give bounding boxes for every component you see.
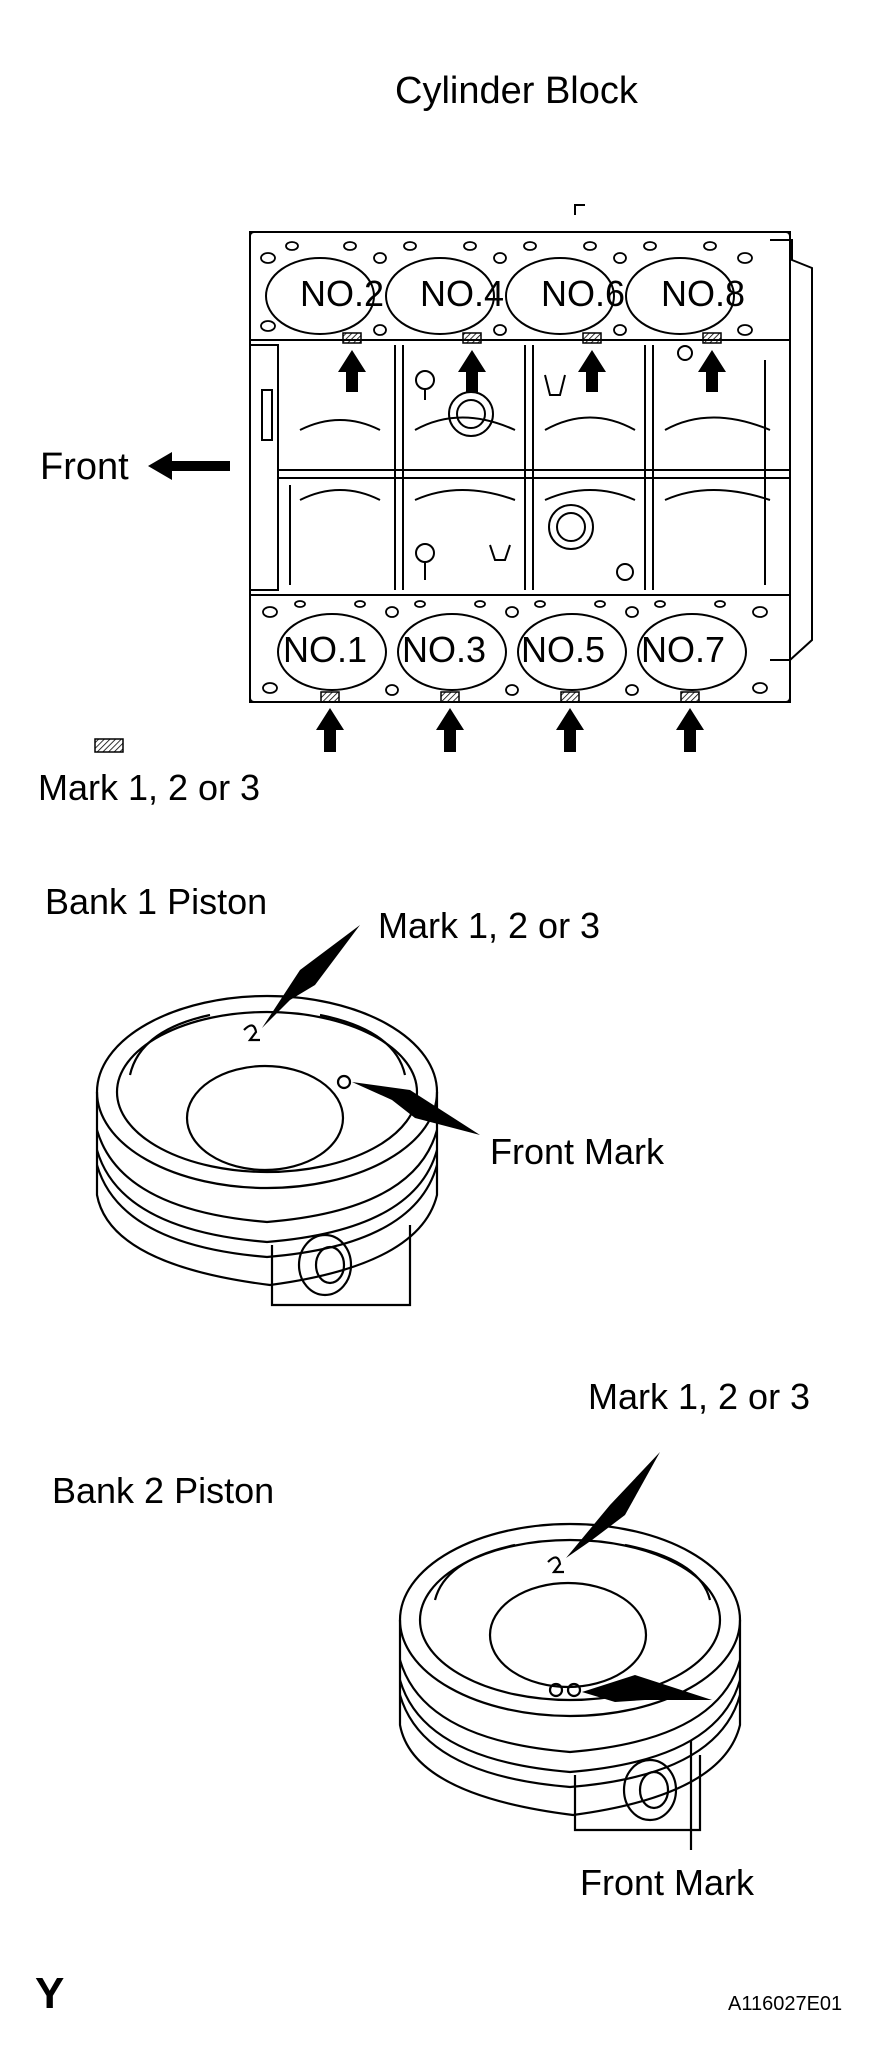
bank1-title: Bank 1 Piston (45, 881, 268, 922)
corner-letter: Y (35, 1969, 65, 2018)
bank2-front-mark-label: Front Mark (580, 1862, 755, 1903)
bank1-mark-pointer-icon (262, 925, 360, 1028)
figure-code: A116027E01 (728, 1993, 843, 2015)
lower-mark-boxes (320, 691, 700, 703)
bank1-mark-label: Mark 1, 2 or 3 (378, 905, 601, 946)
cylinder-label-no4: NO.4 (420, 273, 505, 314)
cylinder-label-no5: NO.5 (521, 629, 606, 670)
deck-holes (260, 241, 768, 696)
lower-arrows (316, 708, 704, 752)
bank1-front-pointer-icon (352, 1082, 480, 1135)
front-arrow-icon (148, 452, 230, 480)
bank2-title: Bank 2 Piston (52, 1470, 275, 1511)
front-label: Front (40, 446, 129, 488)
bank2-mark-pointer-icon (566, 1452, 660, 1558)
legend-hatch-swatch (94, 738, 124, 753)
cylinder-block-drawing (249, 204, 813, 703)
upper-mark-boxes (342, 332, 722, 344)
cylinder-block-title: Cylinder Block (395, 70, 638, 112)
cylinder-label-no1: NO.1 (283, 629, 368, 670)
cylinder-label-no3: NO.3 (402, 629, 487, 670)
bank2-mark-label: Mark 1, 2 or 3 (588, 1376, 811, 1417)
bank1-piston-drawing (95, 994, 439, 1307)
bank2-piston-drawing (398, 1522, 742, 1850)
legend-mark-label: Mark 1, 2 or 3 (38, 767, 261, 808)
cylinder-label-no2: NO.2 (300, 273, 385, 314)
cylinder-label-no7: NO.7 (641, 629, 726, 670)
cylinder-label-no6: NO.6 (541, 273, 626, 314)
upper-arrows (338, 350, 726, 392)
bank1-front-mark-label: Front Mark (490, 1131, 665, 1172)
bank2-front-pointer-icon (582, 1675, 712, 1702)
cylinder-label-no8: NO.8 (661, 273, 746, 314)
